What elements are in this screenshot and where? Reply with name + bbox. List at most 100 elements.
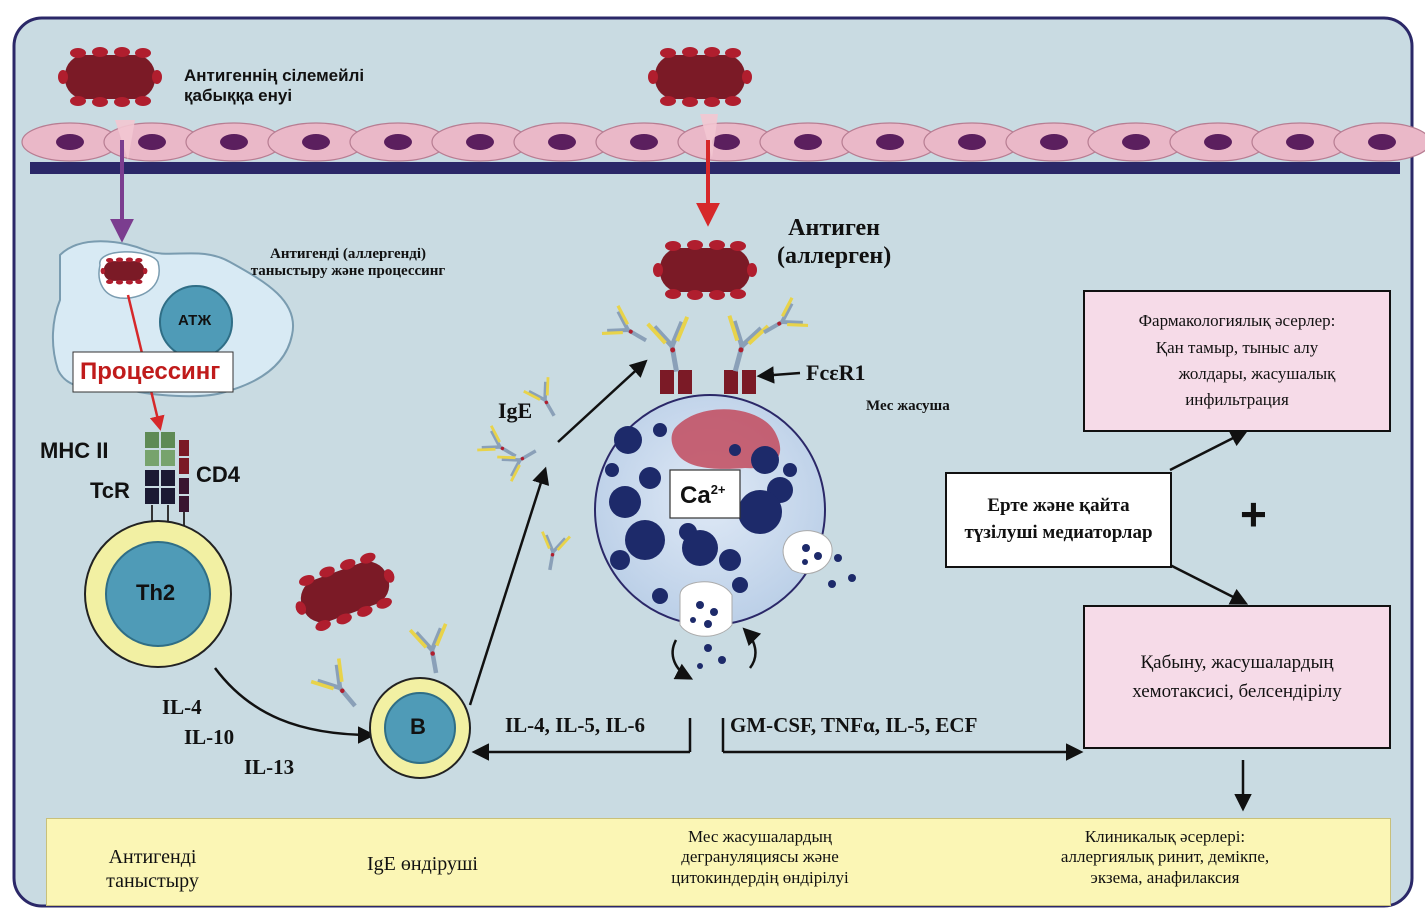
pharma-line4: инфильтрация [1185,390,1289,410]
mast-cell-label: Мес жасуша [866,398,950,414]
cd4-block-1 [179,440,189,456]
epithelial-nucleus [712,134,740,150]
fcer1-receptor-3 [724,370,738,394]
tcr-block-3 [145,488,159,504]
release-arrow-left [671,639,694,680]
epithelial-nucleus [56,134,84,150]
ige-label: IgE [498,398,533,423]
epithelial-nucleus [876,134,904,150]
cd4-block-2 [179,458,189,474]
step-clinical-effects: Клиникалық әсерлері: аллергиялық ринит, … [1010,827,1320,888]
il4-label: IL-4 [162,695,202,719]
processing-label: Процессинг [80,358,221,385]
mast-granules [605,423,797,604]
antigen-allergen-line2: (аллерген) [777,242,892,269]
mast-to-b-cytokines: IL-4, IL-5, IL-6 [505,713,646,737]
antigen-allergen-line1: Антиген [788,215,881,241]
basement-membrane [30,162,1400,174]
antigen-crosslinking [653,240,757,300]
epithelial-nucleus [220,134,248,150]
th2-to-b-arrow [213,667,376,744]
epithelial-nucleus [1368,134,1396,150]
degranulation-vesicle-2 [782,530,833,575]
epithelial-nucleus [1040,134,1068,150]
plus-sign: + [1240,488,1267,540]
fcer1-receptor-1 [660,370,674,394]
inflammation-line1: Қабыну, жасушалардың [1140,651,1334,673]
granule [719,549,741,571]
epithelial-nucleus [466,134,494,150]
fcer1-receptor-2 [678,370,692,394]
cd4-block-4 [179,496,189,512]
release-arrow-right [742,627,762,669]
antigen-allergen-label: Антиген (аллерген) [777,215,891,270]
fcer1-receptor-4 [742,370,756,394]
step-ige-production: IgE өндіруші [366,853,478,875]
epithelial-nucleus [1204,134,1232,150]
mediators-line1: Ерте және қайта [987,495,1130,517]
cd4-label: CD4 [196,462,241,487]
epithelium-layer [21,122,1425,162]
fcer1-pointer-arrow [756,366,801,384]
ige-to-mast-arrow [557,359,648,443]
antigen-presentation-label: Антигенді (аллергенді) таныстыру және пр… [250,246,446,280]
epithelial-nucleus [384,134,412,150]
tcr-label: TcR [90,478,130,503]
epithelial-nucleus [630,134,658,150]
summary-bar [46,818,1391,906]
tcr-block-2 [161,470,175,486]
mhc-block-4 [161,450,175,466]
entry-wedge-left [115,120,135,160]
epithelial-nucleus [794,134,822,150]
granule [610,550,630,570]
inflammation-box: Қабыну, жасушалардың хемотаксисі, белсен… [1083,605,1391,749]
b-cell-label: B [410,714,426,739]
step3-line2: дегрануляциясы және [681,847,839,867]
fcer1-label: FcεR1 [806,360,866,385]
processing-label-box [72,351,234,393]
tcr-block-1 [145,470,159,486]
il10-label: IL-10 [184,725,235,749]
pharma-line1: Фармакологиялық әсерлер: [1138,311,1336,331]
epithelial-nucleus [302,134,330,150]
mediators-box: Ерте және қайта түзілуші медиаторлар [945,472,1172,568]
antigen-entering-right [648,47,752,107]
granule [732,577,748,593]
mhc-block-3 [145,450,159,466]
step1-line2: таныстыру [106,870,199,892]
mediator-to-inflammation-arrow [1169,563,1249,605]
pharmacological-effects-box: Фармакологиялық әсерлер: Қан тамыр, тыны… [1083,290,1391,432]
entry-wedge-right [700,114,718,158]
calcium-label: Ca2+ [680,482,726,509]
mediators-line2: түзілуші медиаторлар [964,522,1153,543]
b-to-ige-arrow [468,466,550,706]
degranulation-vesicle-1 [679,581,733,637]
step-mast-degranulation: Мес жасушалардың дегрануляциясы және цит… [630,827,890,888]
epithelial-nucleus [958,134,986,150]
step4-line2: аллергиялық ринит, демікпе, [1060,847,1270,867]
granule [783,463,797,477]
epithelial-nucleus [1286,134,1314,150]
step4-line1: Клиникалық әсерлері: [1084,827,1246,846]
granule [679,523,697,541]
mhc-block-1 [145,432,159,448]
granule [652,588,668,604]
inflammation-line2: хемотаксисі, белсендірілу [1132,681,1342,702]
pharma-line3: жолдары, жасушалық [1178,364,1336,383]
internalized-antigen [100,257,148,285]
epithelial-nucleus [1122,134,1150,150]
step3-line3: цитокиндердің өндірілуі [671,867,849,887]
step4-line3: экзема, анафилаксия [1090,867,1240,887]
granule [729,444,741,456]
granule [625,520,665,560]
pharma-line2: Қан тамыр, тыныс алу [1155,337,1319,357]
granule [614,426,642,454]
atzh-label: АТЖ [178,312,212,329]
epithelial-nucleus [138,134,166,150]
antigen-entering-left [58,47,162,107]
th2-label: Th2 [136,580,176,605]
mhc-block-2 [161,432,175,448]
granule [639,467,661,489]
epithelial-nucleus [548,134,576,150]
